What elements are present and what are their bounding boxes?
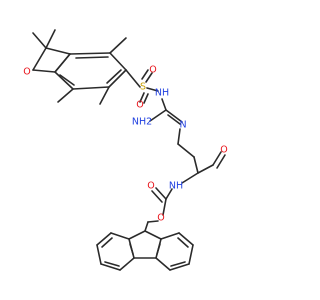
sulfonyl-oxygen-bottom-label: O	[136, 100, 143, 111]
carbonyl-oxygen-label: O	[147, 181, 154, 192]
carbamate-nh-label: NH	[169, 181, 183, 192]
atom-labels: O S O O NH NH2 N O NH O O	[23, 65, 227, 224]
ester-oxygen-label: O	[157, 213, 164, 224]
imine-nitrogen-label: N	[179, 120, 186, 131]
furan-oxygen-label: O	[23, 67, 30, 78]
amidine-nh2-label: NH2	[132, 117, 152, 128]
aldehyde-oxygen-label: O	[220, 145, 227, 156]
sulfonamide-nh-label: NH	[155, 88, 169, 99]
sulfur-label: S	[140, 82, 146, 93]
molecule-canvas: O S O O NH NH2 N O NH O O	[23, 29, 228, 271]
bonds	[32, 29, 226, 271]
structure-drawing: O S O O NH NH2 N O NH O O	[23, 29, 228, 271]
sulfonyl-oxygen-top-label: O	[149, 65, 156, 76]
